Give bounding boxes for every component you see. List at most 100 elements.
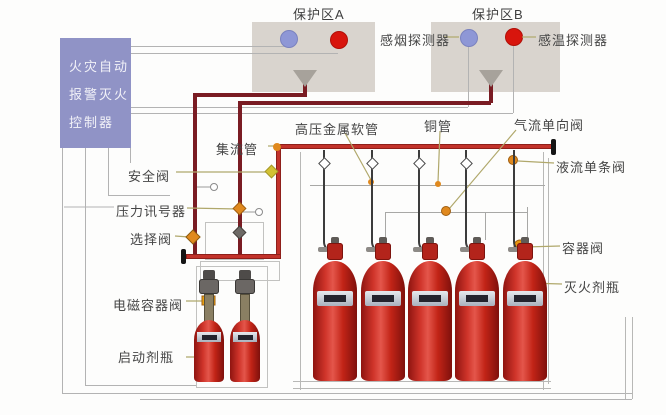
wire-zoneA-smoke bbox=[131, 46, 288, 47]
smoke-detector-icon-zoneA bbox=[280, 30, 298, 48]
label-gas-check-valve: 气流单向阀 bbox=[514, 118, 585, 133]
label-manifold: 集流管 bbox=[216, 142, 259, 157]
cylinder-label-band bbox=[412, 291, 448, 306]
wire-zoneB-smoke-riser bbox=[468, 45, 469, 107]
agent-cylinder bbox=[408, 237, 452, 383]
rack-left-edge bbox=[300, 152, 301, 390]
label-selector-valve: 选择阀 bbox=[130, 232, 173, 247]
solenoid-body bbox=[199, 279, 219, 294]
discharge-nozzle-zoneB bbox=[479, 70, 503, 87]
wire-panel-3 bbox=[108, 147, 109, 195]
rack-right-edge-2 bbox=[548, 158, 549, 384]
pilot-drop-3 bbox=[527, 207, 528, 240]
zoneA-pipe-h bbox=[197, 93, 307, 97]
pilot-line-2 bbox=[385, 212, 527, 213]
label-solenoid-container-valve: 电磁容器阀 bbox=[113, 298, 184, 313]
wire-zoneB-heat-riser bbox=[513, 44, 514, 113]
pressure-gauge-icon-2 bbox=[255, 208, 263, 216]
manifold-bottom bbox=[186, 254, 281, 259]
cylinder-valve bbox=[375, 243, 391, 260]
label-agent-bottle: 灭火剂瓶 bbox=[564, 280, 621, 295]
starter-bottle-body bbox=[194, 320, 224, 382]
label-pressure-signal: 压力讯号器 bbox=[116, 204, 187, 219]
cylinder-valve bbox=[422, 243, 438, 260]
pilot-drop-2 bbox=[485, 212, 486, 240]
panel-text-line2: 报警灭火 bbox=[69, 86, 130, 102]
discharge-nozzle-zoneA bbox=[293, 70, 317, 87]
cylinder-label-band bbox=[507, 291, 543, 306]
safety-valve-icon bbox=[264, 164, 279, 179]
cylinder-valve-cap bbox=[426, 237, 434, 244]
cylinder-valve-lever bbox=[318, 247, 328, 252]
label-container-valve: 容器阀 bbox=[562, 241, 605, 256]
cylinder-valve-lever bbox=[366, 247, 376, 252]
smoke-detector-icon-zoneB bbox=[460, 29, 478, 47]
starter-cylinder bbox=[194, 270, 224, 382]
pipe-cap-left bbox=[181, 249, 186, 264]
panel-text-line1: 火灾自动 bbox=[69, 58, 130, 74]
selector-valve-icon-zoneA bbox=[185, 229, 201, 245]
cylinder-valve-lever bbox=[460, 247, 470, 252]
rack-right-edge bbox=[543, 152, 544, 390]
gas-check-valve-icon bbox=[441, 206, 451, 216]
pilot-circuit-box-1 bbox=[205, 222, 264, 260]
room-frame-1 bbox=[625, 317, 626, 399]
pressure-gauge-icon-1 bbox=[210, 183, 218, 191]
copper-pilot-line bbox=[310, 185, 545, 186]
bottom-line-2 bbox=[140, 399, 632, 400]
cylinder-valve-lever bbox=[508, 247, 518, 252]
rack-bottom-2 bbox=[293, 388, 551, 389]
bottom-line-1 bbox=[62, 393, 632, 394]
solenoid-body bbox=[235, 279, 255, 294]
fire-alarm-control-panel: 火灾自动 报警灭火 控制器 bbox=[60, 38, 131, 148]
cylinder-label-band bbox=[459, 291, 495, 306]
label-liquid-check-valve: 液流单条阀 bbox=[556, 160, 627, 175]
wire-panel-3h bbox=[108, 195, 170, 196]
cylinder-valve bbox=[469, 243, 485, 260]
zoneA-nozzle-stub bbox=[303, 84, 307, 96]
cylinder-body bbox=[408, 261, 452, 381]
agent-cylinder bbox=[503, 237, 547, 383]
cylinder-label-band bbox=[317, 291, 353, 306]
starter-bottle-band bbox=[197, 332, 221, 342]
label-starter-bottle: 启动剂瓶 bbox=[118, 350, 175, 365]
selector-valve-icon-zoneB bbox=[232, 225, 247, 240]
label-smoke-detector: 感烟探测器 bbox=[380, 33, 451, 48]
solenoid-stem bbox=[204, 294, 214, 322]
pressure-signal-icon bbox=[232, 201, 247, 216]
wire-zoneB-heat bbox=[131, 113, 513, 114]
zone-a-title: 保护区A bbox=[293, 7, 345, 22]
zoneB-pipe-h bbox=[238, 101, 491, 105]
copper-line-fitting-2 bbox=[435, 181, 441, 187]
agent-cylinder bbox=[455, 237, 499, 383]
high-pressure-hose-line bbox=[513, 150, 515, 240]
wire-zoneB-smoke bbox=[131, 107, 468, 108]
high-pressure-hose-line bbox=[418, 150, 420, 240]
cylinder-valve bbox=[327, 243, 343, 260]
high-pressure-hose-line bbox=[371, 150, 373, 240]
high-pressure-hose-line bbox=[465, 150, 467, 240]
agent-cylinder bbox=[313, 237, 357, 383]
cylinder-valve-cap bbox=[473, 237, 481, 244]
label-safety-valve: 安全阀 bbox=[128, 169, 171, 184]
high-pressure-hose-line bbox=[323, 150, 325, 240]
cylinder-valve bbox=[517, 243, 533, 260]
panel-text-line3: 控制器 bbox=[69, 114, 115, 130]
zoneA-pipe-v bbox=[193, 93, 197, 258]
label-high-pressure-hose: 高压金属软管 bbox=[295, 122, 380, 137]
heat-detector-icon-zoneA bbox=[330, 31, 348, 49]
cylinder-body bbox=[361, 261, 405, 381]
wire-panel-2h bbox=[85, 385, 197, 386]
cylinder-body bbox=[455, 261, 499, 381]
cylinder-body bbox=[503, 261, 547, 381]
cylinder-valve-lever bbox=[413, 247, 423, 252]
room-frame-2 bbox=[632, 317, 633, 399]
cylinder-label-band bbox=[365, 291, 401, 306]
cylinder-body bbox=[313, 261, 357, 381]
zone-b-title: 保护区B bbox=[472, 7, 524, 22]
wire-panel-1 bbox=[62, 147, 63, 394]
agent-cylinder bbox=[361, 237, 405, 383]
wire-panel-4 bbox=[130, 147, 131, 163]
pipe-cap-right bbox=[551, 139, 556, 155]
